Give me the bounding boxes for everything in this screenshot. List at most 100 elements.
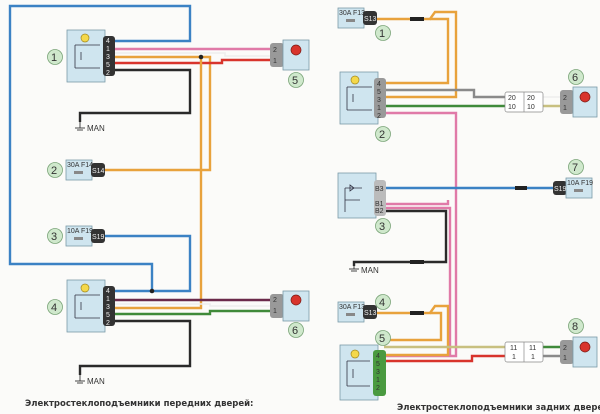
wire-red-1: [113, 58, 270, 65]
svg-text:6: 6: [572, 72, 578, 84]
rear-switch-2: 4 5 3 1 2: [339, 71, 386, 125]
wire-pink-r3b: [384, 206, 452, 356]
svg-text:7: 7: [572, 162, 578, 174]
ground-icon: [349, 263, 359, 272]
svg-text:2: 2: [377, 113, 381, 120]
svg-text:8: 8: [572, 321, 578, 333]
svg-text:2: 2: [273, 47, 277, 54]
svg-text:1: 1: [106, 296, 110, 303]
svg-text:5: 5: [377, 89, 381, 96]
svg-text:5: 5: [106, 62, 110, 69]
front-motor-6: 2 1: [270, 290, 310, 322]
svg-text:3: 3: [379, 221, 385, 233]
svg-text:10A F19: 10A F19: [67, 228, 93, 235]
wire-orange-r1b: [386, 17, 450, 85]
svg-text:3: 3: [106, 54, 110, 61]
wire-black-r3: [352, 209, 448, 266]
svg-text:6: 6: [292, 325, 298, 337]
svg-text:1: 1: [512, 354, 516, 361]
svg-text:11: 11: [510, 345, 517, 352]
svg-text:1: 1: [273, 58, 277, 65]
lamp-icon: [80, 283, 90, 293]
front-label-1: [47, 49, 63, 65]
svg-text:4: 4: [379, 297, 385, 309]
svg-text:B3: B3: [375, 186, 384, 193]
lamp-icon: [80, 33, 90, 43]
rear-fuse-7: S19 10A F19: [553, 177, 593, 199]
rear-caption: Электростеклоподъемники задних дверей:: [397, 403, 600, 413]
svg-text:5: 5: [106, 312, 110, 319]
svg-text:2: 2: [106, 70, 110, 77]
svg-text:1: 1: [273, 308, 277, 315]
motor-icon: [290, 294, 302, 306]
rear-fuse-1: 30A F13 S13: [337, 7, 377, 29]
svg-text:S14: S14: [92, 168, 105, 175]
svg-text:S13: S13: [364, 310, 377, 317]
front-wires: [8, 4, 270, 375]
svg-text:1: 1: [563, 105, 567, 112]
wire-red-r5: [384, 354, 505, 363]
svg-text:4: 4: [377, 81, 381, 88]
svg-text:10A F19: 10A F19: [567, 180, 593, 187]
svg-text:2: 2: [379, 129, 385, 141]
door-connector-upper: 20 20 10 10: [504, 91, 544, 113]
svg-text:4: 4: [106, 38, 110, 45]
wire-black-1: [78, 68, 192, 122]
wire-orange-1: [105, 55, 212, 172]
rear-switch-block-3: B3 B1 B2: [337, 172, 386, 219]
wire-black-4: [78, 319, 192, 375]
rear-motor-8: 2 1: [560, 336, 598, 368]
svg-text:4: 4: [106, 288, 110, 295]
svg-text:1: 1: [106, 46, 110, 53]
svg-text:5: 5: [376, 361, 380, 368]
motor-icon: [579, 341, 591, 353]
svg-text:MAN: MAN: [361, 266, 379, 275]
svg-text:2: 2: [376, 385, 380, 392]
svg-text:3: 3: [106, 304, 110, 311]
svg-text:3: 3: [376, 369, 380, 376]
wire-grey-r2: [386, 88, 505, 99]
front-motor-5: 2 1: [270, 39, 310, 71]
svg-text:1: 1: [376, 377, 380, 384]
wire-white-1: [113, 52, 270, 57]
svg-text:MAN: MAN: [87, 377, 105, 386]
motor-icon: [579, 91, 591, 103]
svg-text:3: 3: [51, 231, 57, 243]
wire-blue-front-loop: [8, 4, 192, 293]
svg-text:2: 2: [51, 165, 57, 177]
svg-text:1: 1: [563, 355, 567, 362]
svg-text:1: 1: [379, 28, 385, 40]
rear-motor-6: 2 1: [560, 86, 598, 118]
wire-orange-r1: [376, 10, 458, 99]
svg-text:1: 1: [51, 52, 57, 64]
svg-text:S19: S19: [554, 186, 567, 193]
svg-text:S13: S13: [364, 16, 377, 23]
svg-text:3: 3: [377, 97, 381, 104]
svg-text:1: 1: [531, 354, 535, 361]
ground-icon: [75, 375, 85, 384]
svg-text:MAN: MAN: [87, 124, 105, 133]
rear-switch-5: 4 5 3 1 2: [339, 344, 386, 401]
svg-text:30A F13: 30A F13: [339, 10, 365, 17]
svg-text:11: 11: [529, 345, 536, 352]
wire-pink-r3: [384, 200, 450, 206]
front-switch-4: 4 1 3 5 2: [66, 279, 115, 333]
rear-fuse-4: 30A F13 S13: [337, 301, 377, 323]
front-fuse-2: 30A F14 S14: [65, 159, 105, 181]
svg-text:2: 2: [106, 320, 110, 327]
lamp-icon: [350, 75, 360, 85]
wire-green-4: [113, 309, 270, 316]
wire-white-4: [113, 303, 270, 307]
svg-text:5: 5: [379, 333, 385, 345]
wire-blue-s19: [105, 234, 192, 293]
svg-text:10: 10: [508, 104, 516, 111]
svg-text:5: 5: [292, 75, 298, 87]
svg-text:30A F13: 30A F13: [339, 304, 365, 311]
svg-text:10: 10: [527, 104, 535, 111]
svg-text:4: 4: [51, 302, 57, 314]
ground-icon: [75, 122, 85, 131]
svg-text:20: 20: [508, 95, 516, 102]
door-connector-lower: 11 11 1 1: [504, 341, 544, 363]
svg-text:2: 2: [563, 345, 567, 352]
